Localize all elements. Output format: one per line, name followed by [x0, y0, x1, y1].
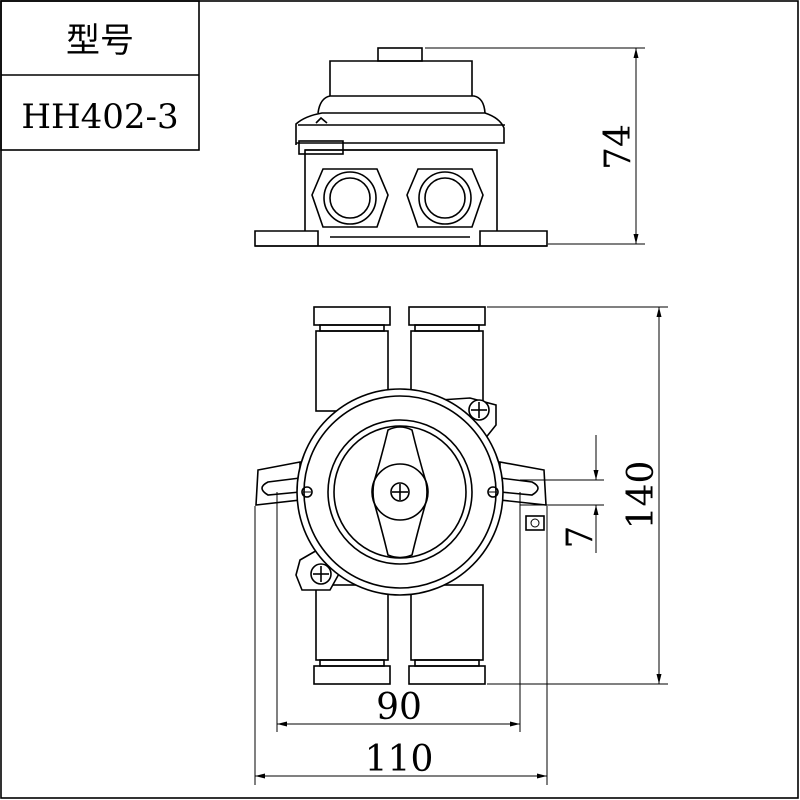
title-block: 型号 HH402-3 — [0, 0, 200, 151]
top-view — [255, 306, 547, 685]
model-number: HH402-3 — [21, 97, 178, 137]
dimension-length-value: 140 — [621, 461, 662, 530]
side-view — [254, 47, 548, 247]
dimension-overall-width-value: 110 — [365, 739, 434, 780]
dimension-overall-width: 110 — [254, 506, 548, 785]
dimension-hole-spacing: 90 — [276, 492, 521, 732]
dimension-slot: 7 — [520, 435, 604, 553]
dimension-hole-spacing-value: 90 — [376, 687, 422, 728]
dimension-slot-value: 7 — [560, 526, 601, 549]
dimension-length: 140 — [487, 306, 668, 685]
dimension-height: 74 — [425, 47, 645, 245]
title-label: 型号 — [66, 21, 134, 61]
dimension-height-value: 74 — [598, 124, 639, 170]
